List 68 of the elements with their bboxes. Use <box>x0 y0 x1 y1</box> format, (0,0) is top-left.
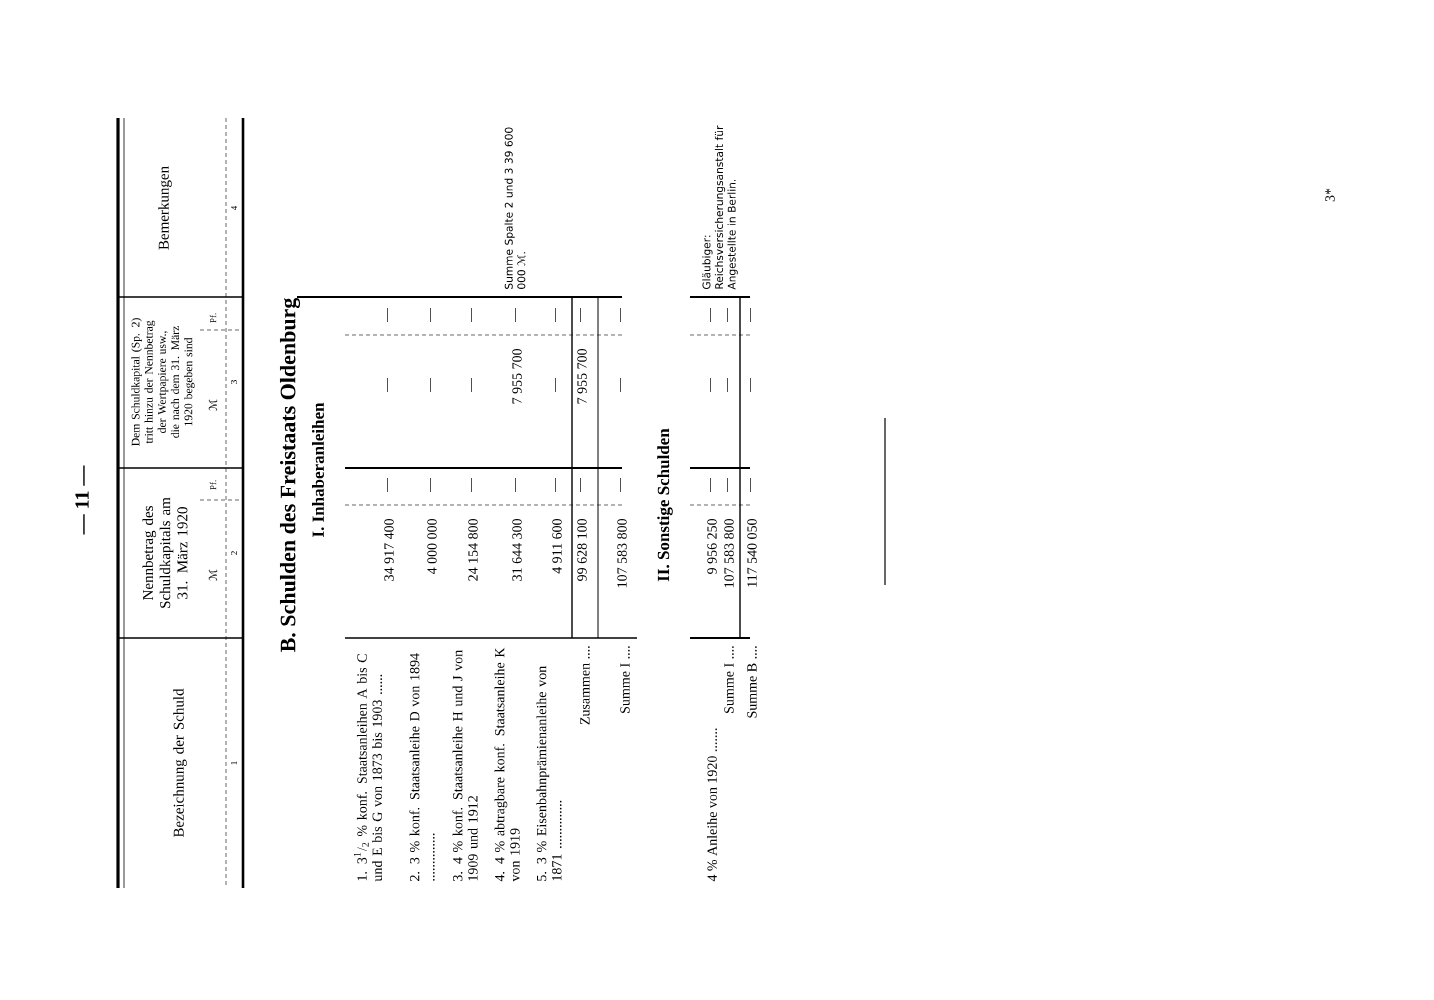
remark-text: Summe Spalte 2 und 3 39 600 000 ℳ. <box>504 127 526 289</box>
dash: — <box>387 377 388 393</box>
amount-cell: 117 540 050 <box>747 518 757 587</box>
row-label: 5. 3 % Eisenbahnprämienanleihe von 1871 .............. <box>536 666 562 881</box>
dash: — <box>727 377 728 393</box>
dash: — <box>580 307 581 323</box>
amount-cell: 7 955 700 <box>577 348 587 404</box>
amount-cell: 24 154 800 <box>468 518 478 581</box>
dash: — <box>620 307 621 323</box>
column-header: Nennbetrag des Schuldkapitals am 31. März 1920 <box>142 497 188 608</box>
dash: — <box>387 477 388 493</box>
unit-label: ℳ <box>208 569 218 581</box>
row-label: Zusammen .... <box>580 646 590 725</box>
column-number: 3 <box>231 380 238 384</box>
dash: — <box>580 477 581 493</box>
row-label: 4 % Anleihe von 1920 ....... <box>707 728 717 882</box>
row-label: Summe I .... <box>724 646 734 713</box>
row-label: Summe I .... <box>620 646 630 713</box>
row-label: Summe B .... <box>747 646 757 718</box>
dash: — <box>555 307 556 323</box>
dash: — <box>750 477 751 493</box>
unit-label: ℳ <box>208 399 218 411</box>
amount-cell: 99 628 100 <box>577 518 587 581</box>
amount-cell: 34 917 400 <box>384 518 394 581</box>
amount-cell: 7 955 700 <box>512 348 522 404</box>
dash: — <box>710 307 711 323</box>
section-heading: II. Sonstige Schulden <box>657 428 673 582</box>
column-header: Bemerkungen <box>158 166 172 250</box>
dash: — <box>727 477 728 493</box>
dash: — <box>515 477 516 493</box>
column-number: 1 <box>231 761 237 765</box>
amount-cell: 31 644 300 <box>512 518 522 581</box>
column-number: 2 <box>231 551 237 555</box>
dash: — <box>430 477 431 493</box>
unit-label: Pf. <box>209 480 217 490</box>
amount-cell: 4 000 000 <box>427 518 437 575</box>
dash: — <box>710 477 711 493</box>
column-header: Dem Schuldkapital (Sp. 2) tritt hinzu der Nennbetrag der Wertpapiere usw., die nach dem 31. März 1920 begeben sind <box>131 318 195 446</box>
dash: — <box>471 477 472 493</box>
unit-label: Pf. <box>209 313 217 323</box>
dash: — <box>555 377 556 393</box>
amount-cell: 107 583 800 <box>724 518 734 588</box>
page-number: — 11 — <box>75 465 89 535</box>
amount-cell: 107 583 800 <box>617 518 627 588</box>
signature-mark: 3* <box>1325 188 1335 202</box>
amount-cell: 4 911 600 <box>552 518 562 574</box>
dash: — <box>430 377 431 393</box>
row-label: 2. 3 % konf. Staatsanleihe D von 1894 .............. <box>409 653 435 881</box>
dash: — <box>430 307 431 323</box>
row-label: 3. 4 % konf. Staatsanleihe H und J von 1909 und 1912 <box>452 650 478 881</box>
dash: — <box>750 377 751 393</box>
dash: — <box>727 307 728 323</box>
row-label: 4. 4 % abtragbare konf. Staatsanleihe K von 1919 <box>494 647 520 882</box>
section-heading: I. Inhaberanleihen <box>312 402 325 537</box>
section-title: B. Schulden des Freistaats Oldenburg <box>279 297 301 652</box>
dash: — <box>620 477 621 493</box>
dash: — <box>387 307 388 323</box>
dash: — <box>620 377 621 393</box>
amount-cell: 9 956 250 <box>707 518 717 574</box>
dash: — <box>471 307 472 323</box>
dash: — <box>710 377 711 393</box>
dash: — <box>471 377 472 393</box>
dash: — <box>555 477 556 493</box>
dash: — <box>750 307 751 323</box>
remark-text: Gläubiger: Reichsversicherungsanstalt für Angestellte in Berlin. <box>702 125 738 290</box>
dash: — <box>515 307 516 323</box>
column-number: 4 <box>231 205 237 211</box>
column-header: Bezeichnung der Schuld <box>173 688 187 838</box>
